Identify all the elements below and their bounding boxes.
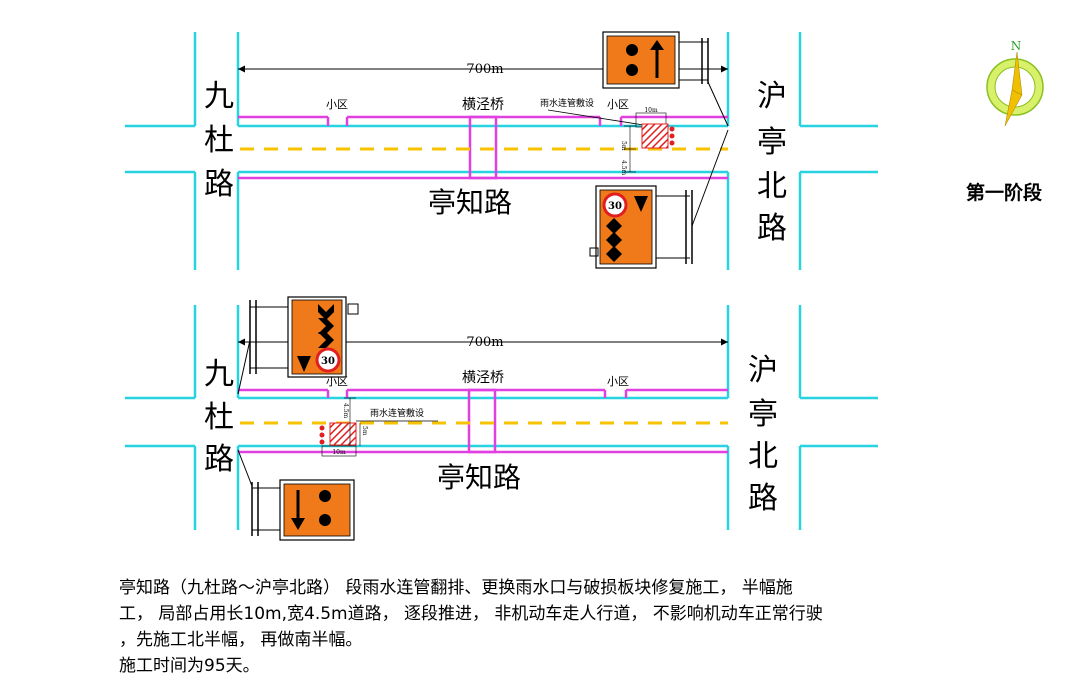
speed-limit-icon — [602, 192, 628, 218]
section-1: 700m 九 杜 路 沪 亭 北 路 亭知路 横泾桥 小区 小区 雨水连管敷设 … — [125, 31, 878, 270]
road-name-huting-2: 沪 — [748, 353, 778, 388]
speed-limit-icon — [315, 347, 341, 373]
work-zone-2: 10m 5m 4.5m — [319, 397, 368, 457]
road-name-huting-1: 北 — [757, 169, 787, 204]
sidewalk-lines-2 — [238, 388, 728, 454]
construction-diagram: 700m 九 杜 路 沪 亭 北 路 亭知路 横泾桥 小区 小区 雨水连管敷设 … — [125, 31, 1044, 541]
compass-icon: N — [986, 39, 1044, 127]
road-name-jiudu-1: 九 — [204, 79, 234, 114]
road-name-jiudu-1: 杜 — [204, 123, 234, 158]
dimension-width: 4.5m — [620, 160, 627, 176]
sign-bike-ped-2 — [237, 449, 355, 541]
section-2: 700m 九 杜 路 沪 亭 北 路 亭知路 横泾桥 小区 小区 雨水连管敷设 … — [125, 296, 878, 541]
sidewalk-lines-1 — [238, 115, 728, 180]
description-line: ，先施工北半幅， 再做南半幅。 — [119, 630, 363, 650]
bridge-label: 横泾桥 — [462, 97, 504, 113]
community-label: 小区 — [326, 98, 348, 111]
community-label: 小区 — [326, 375, 348, 388]
compass-north-label: N — [1011, 39, 1022, 53]
work-zone-1: 10m 5m 4.5m — [620, 107, 675, 176]
speed-limit-value: 30 — [321, 356, 335, 367]
description-line: 工， 局部占用长10m,宽4.5m道路， 逐段推进， 非机动车走人行道， 不影响… — [119, 604, 823, 624]
road-edges-1 — [125, 32, 878, 270]
phase-label: 第一阶段 — [966, 182, 1043, 204]
main-road-name: 亭知路 — [437, 461, 521, 494]
dimension-length: 10m — [332, 449, 346, 456]
sign-bike-ped-1 — [602, 31, 729, 127]
dimension-length: 10m — [644, 107, 658, 114]
pipe-note: 雨水连管敷设 — [540, 97, 594, 109]
pipe-note-leader — [547, 109, 651, 127]
road-name-huting-1: 沪 — [757, 79, 787, 114]
distance-label: 700m — [466, 62, 503, 77]
dimension-width: 5m — [620, 141, 627, 151]
road-name-jiudu-2: 路 — [204, 442, 234, 477]
bridge-label: 横泾桥 — [462, 370, 504, 386]
dimension-width: 5m — [361, 426, 368, 436]
road-name-jiudu-2: 九 — [204, 357, 234, 392]
main-road-name: 亭知路 — [428, 186, 512, 219]
road-edges-2 — [125, 305, 878, 530]
dimension-width: 4.5m — [342, 403, 349, 419]
road-name-jiudu-1: 路 — [204, 167, 234, 202]
community-label: 小区 — [607, 375, 629, 388]
road-name-huting-2: 路 — [748, 481, 778, 516]
sign-speed-chevron-1: 30 — [589, 129, 729, 269]
description-line: 施工时间为95天。 — [119, 656, 260, 676]
description-line: 亭知路（九杜路～沪亭北路） 段雨水连管翻排、更换雨水口与破损板块修复施工， 半幅… — [119, 578, 793, 598]
sign-speed-chevron-2: 30 — [237, 296, 359, 395]
pipe-note: 雨水连管敷设 — [370, 407, 424, 419]
speed-limit-value: 30 — [608, 201, 622, 212]
description: 亭知路（九杜路～沪亭北路） 段雨水连管翻排、更换雨水口与破损板块修复施工， 半幅… — [119, 575, 1019, 679]
road-name-huting-1: 亭 — [757, 125, 787, 160]
distance-label: 700m — [466, 335, 503, 350]
road-name-jiudu-2: 杜 — [204, 400, 234, 435]
community-label: 小区 — [607, 98, 629, 111]
road-name-huting-1: 路 — [757, 211, 787, 246]
road-name-huting-2: 亭 — [748, 397, 778, 432]
road-name-huting-2: 北 — [748, 439, 778, 474]
